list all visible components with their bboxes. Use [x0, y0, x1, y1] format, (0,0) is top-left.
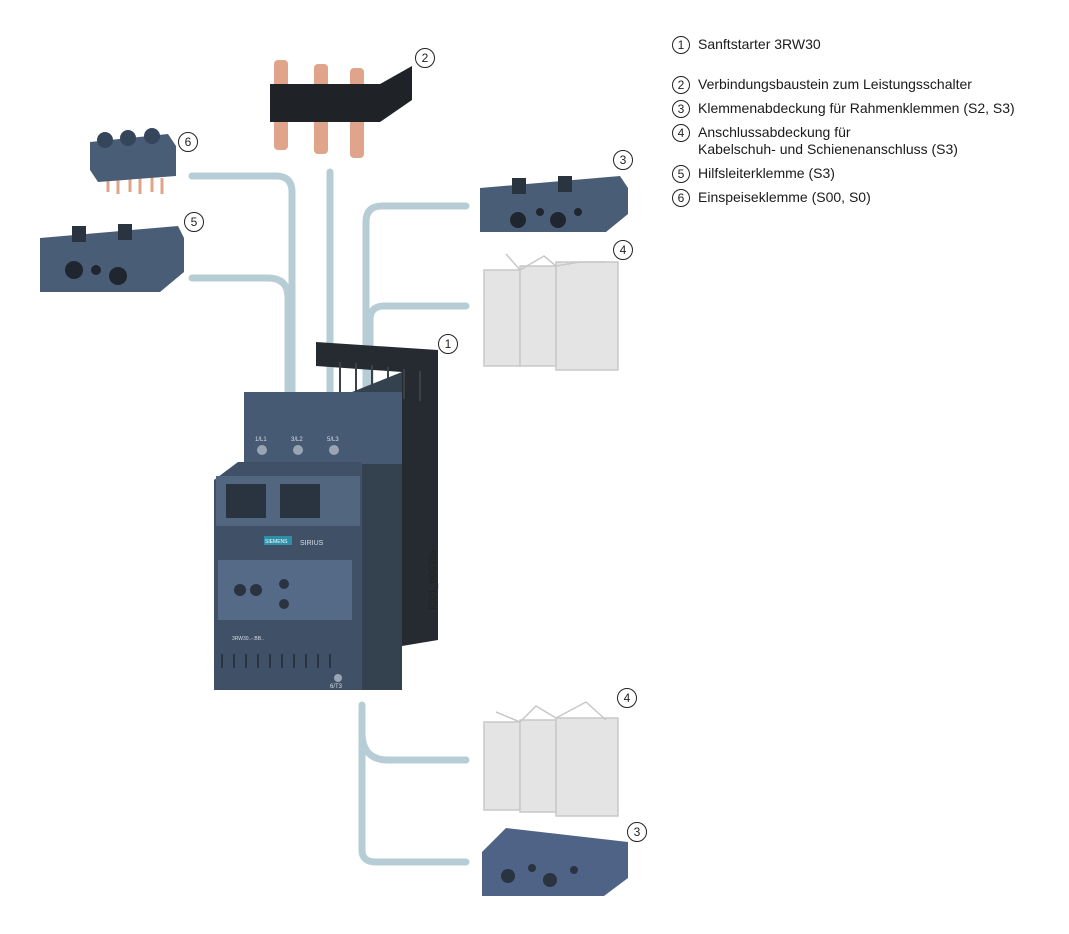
model-label: 3RW30..-.BB.. [232, 636, 264, 642]
infeed-screws [97, 128, 160, 148]
frame-cover-bottom-body [482, 828, 628, 896]
callout-5: 5 [184, 212, 204, 232]
connector-line-5 [188, 274, 292, 396]
cable-cover-bottom-cell-1 [483, 721, 521, 811]
frame-cover-bottom-hole-2 [528, 864, 536, 872]
callout-4-top: 4 [613, 240, 633, 260]
cable-cover-bottom-cell-3 [555, 717, 619, 817]
frame-cover-bottom-hole-4 [570, 866, 578, 874]
legend-item-3: 3 Klemmenabdeckung für Rahmenklemmen (S2… [672, 100, 1062, 118]
led-indicator-1 [234, 584, 246, 596]
legend-number: 5 [672, 165, 690, 183]
brand-label: SIEMENS [265, 539, 288, 545]
callout-3-bottom: 3 [627, 822, 647, 842]
callout-4-bottom: 4 [617, 688, 637, 708]
callout-6: 6 [178, 132, 198, 152]
legend-number: 6 [672, 189, 690, 207]
aux-hole-3 [109, 267, 127, 285]
potentiometer-1 [279, 579, 289, 589]
frame-cover-bottom-hole-3 [543, 873, 557, 887]
legend-label: Verbindungsbaustein zum Leistungsschalte… [698, 76, 972, 92]
legend-label: Sanftstarter 3RW30 [698, 36, 821, 52]
link-module [270, 60, 412, 158]
frame-cover-top-hole-2 [536, 208, 544, 216]
legend-item-2: 2 Verbindungsbaustein zum Leistungsschal… [672, 76, 1062, 94]
connector-line-3-bottom [358, 701, 470, 866]
cable-cover-top-cell-2 [519, 265, 557, 367]
infeed-body [90, 134, 176, 182]
cable-cover-top-edge [505, 253, 606, 271]
aux-terminal [40, 224, 184, 292]
connector-lines [188, 168, 470, 866]
cable-lug-cover-top [483, 253, 619, 371]
legend: 1 Sanftstarter 3RW30 2 Verbindungsbauste… [672, 36, 1062, 213]
aux-hole-2 [91, 265, 101, 275]
cable-cover-top-cell-1 [483, 269, 521, 367]
aux-slot-1 [72, 226, 86, 242]
brand-plate [264, 536, 292, 545]
legend-number: 3 [672, 100, 690, 118]
cable-cover-bottom-edge [495, 701, 607, 723]
series-label: SIRIUS [300, 540, 324, 547]
soft-starter-device: 1/L1 3/L2 5/L3 SIEMENS SIRIUS 3RW30..-.B… [214, 342, 438, 690]
callout-1: 1 [438, 334, 458, 354]
device-top-terminal-block [244, 392, 402, 464]
legend-label: Einspeiseklemme (S00, S0) [698, 189, 871, 205]
legend-label: Anschlussabdeckung für [698, 124, 851, 140]
document-id: IC01_00538a [428, 549, 439, 610]
aux-hole-1 [65, 261, 83, 279]
terminal-label-2: 3/L2 [291, 437, 303, 443]
cable-cover-bottom-cell-2 [519, 719, 557, 813]
legend-label: Klemmenabdeckung für Rahmenklemmen (S2, … [698, 100, 1015, 116]
legend-item-1: 1 Sanftstarter 3RW30 [672, 36, 1062, 54]
frame-cover-top-slot-1 [512, 178, 526, 194]
led-indicator-2 [250, 584, 262, 596]
frame-cover-top-slot-2 [558, 176, 572, 192]
legend-number: 2 [672, 76, 690, 94]
frame-terminal-cover-bottom [482, 828, 628, 896]
terminal-label-bottom: 6/T3 [330, 684, 343, 690]
callout-3-top: 3 [613, 150, 633, 170]
infeed-terminal [90, 128, 176, 194]
frame-cover-bottom-hole-1 [501, 869, 515, 883]
aux-terminal-left [226, 484, 266, 518]
link-module-body [270, 66, 412, 122]
device-rear-body [316, 342, 438, 646]
callout-2: 2 [415, 48, 435, 68]
frame-terminal-cover-top [480, 176, 628, 232]
terminal-label-3: 5/L3 [327, 437, 339, 443]
potentiometer-2 [279, 599, 289, 609]
frame-cover-top-hole-1 [510, 212, 526, 228]
cable-cover-top-cell-3 [555, 261, 619, 371]
connector-line-4-top [366, 302, 470, 396]
bottom-vents [221, 654, 331, 668]
connector-line-3-top [362, 202, 470, 396]
legend-label: Hilfsleiterklemme (S3) [698, 165, 835, 181]
terminal-screws [257, 445, 342, 682]
frame-cover-top-hole-3 [550, 212, 566, 228]
aux-slot-2 [118, 224, 132, 240]
legend-number: 4 [672, 124, 690, 142]
legend-label-line-2: Kabelschuh- und Schienenanschluss (S3) [698, 141, 958, 157]
legend-item-6: 6 Einspeiseklemme (S00, S0) [672, 189, 1062, 207]
connector-line-4-bottom [358, 728, 470, 764]
aux-terminal-right [280, 484, 320, 518]
legend-item-5: 5 Hilfsleiterklemme (S3) [672, 165, 1062, 183]
legend-item-4: 4 Anschlussabdeckung für Kabelschuh- und… [672, 124, 1062, 158]
legend-number: 1 [672, 36, 690, 54]
terminal-label-1: 1/L1 [255, 437, 267, 443]
cable-lug-cover-bottom [483, 701, 619, 817]
frame-cover-top-hole-4 [574, 208, 582, 216]
connector-line-6 [188, 172, 296, 396]
